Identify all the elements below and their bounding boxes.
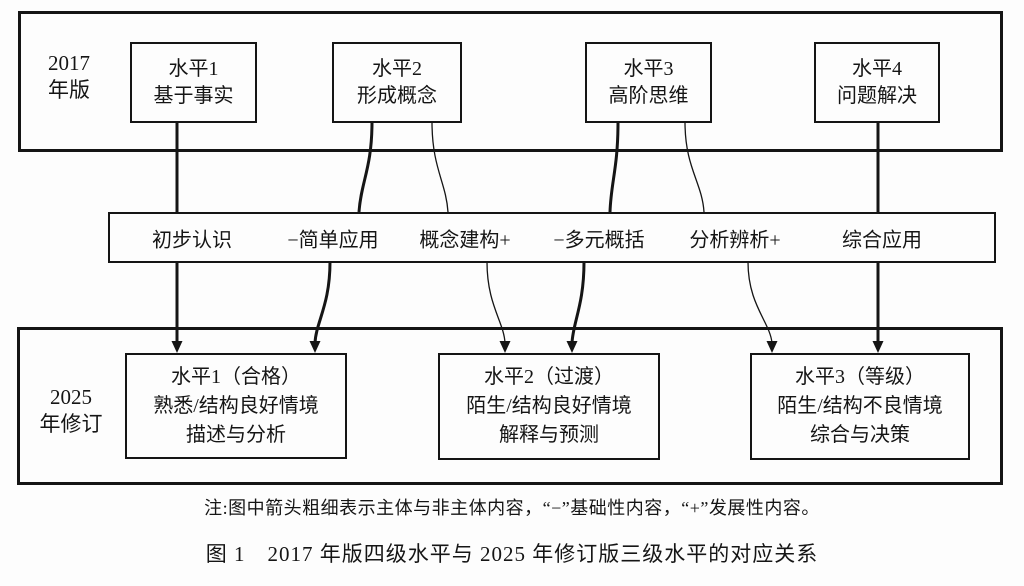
box-level1-2025: 水平1（合格） 熟悉/结构良好情境 描述与分析 xyxy=(125,353,347,459)
box-middle-strip: 初步认识 −简单应用 概念建构+ −多元概括 分析辨析+ 综合应用 xyxy=(108,212,996,263)
box-level1-2017: 水平1 基于事实 xyxy=(130,42,257,123)
box-level3-2025: 水平3（等级） 陌生/结构不良情境 综合与决策 xyxy=(750,353,970,460)
level1-2017-desc: 基于事实 xyxy=(153,84,234,107)
strip-label-gainian-jiangou: 概念建构+ xyxy=(419,229,511,251)
strip-label-jiandan-yingyong: −简单应用 xyxy=(287,229,379,251)
level3-2025-title: 水平3（等级） xyxy=(795,366,925,388)
level2-2025-title: 水平2（过渡） xyxy=(484,366,614,388)
level1-2025-context: 熟悉/结构良好情境 xyxy=(153,394,319,417)
level2-2025-skill: 解释与预测 xyxy=(499,424,599,446)
label-2017-line1: 2017 xyxy=(48,51,90,75)
level1-2025-title: 水平1（合格） xyxy=(171,365,301,388)
label-2025-line2: 年修订 xyxy=(39,412,103,436)
box-2025-group xyxy=(17,327,1003,485)
box-level3-2017: 水平3 高阶思维 xyxy=(585,42,712,123)
level3-2025-context: 陌生/结构不良情境 xyxy=(777,395,943,417)
label-2025-line1: 2025 xyxy=(50,385,92,409)
level4-2017-title: 水平4 xyxy=(852,57,902,80)
label-2017-edition: 2017 年版 xyxy=(28,48,110,106)
strip-label-fenxi-bianxi: 分析辨析+ xyxy=(689,229,781,251)
level4-2017-desc: 问题解决 xyxy=(837,84,917,107)
strip-label-chubu-renshi: 初步认识 xyxy=(152,229,232,251)
level2-2017-title: 水平2 xyxy=(372,57,422,80)
box-2017-group xyxy=(18,11,1003,152)
strip-label-duoyuan-gaikuo: −多元概括 xyxy=(553,229,645,251)
label-2017-line2: 年版 xyxy=(48,78,90,102)
label-2025-revision: 2025 年修订 xyxy=(24,382,118,440)
level3-2025-skill: 综合与决策 xyxy=(810,424,910,446)
figure-note: 注:图中箭头粗细表示主体与非主体内容，“−”基础性内容，“+”发展性内容。 xyxy=(204,498,820,518)
level2-2017-desc: 形成概念 xyxy=(357,84,437,107)
level2-2025-context: 陌生/结构良好情境 xyxy=(466,395,632,417)
box-level2-2017: 水平2 形成概念 xyxy=(332,42,462,123)
box-level2-2025: 水平2（过渡） 陌生/结构良好情境 解释与预测 xyxy=(438,353,660,460)
level1-2017-title: 水平1 xyxy=(168,57,219,80)
level3-2017-desc: 高阶思维 xyxy=(608,84,689,107)
level1-2025-skill: 描述与分析 xyxy=(186,423,286,446)
box-level4-2017: 水平4 问题解决 xyxy=(814,42,940,123)
figure-caption: 图 1 2017 年版四级水平与 2025 年修订版三级水平的对应关系 xyxy=(205,542,819,566)
strip-label-zonghe-yingyong: 综合应用 xyxy=(842,229,922,251)
level3-2017-title: 水平3 xyxy=(623,57,674,80)
